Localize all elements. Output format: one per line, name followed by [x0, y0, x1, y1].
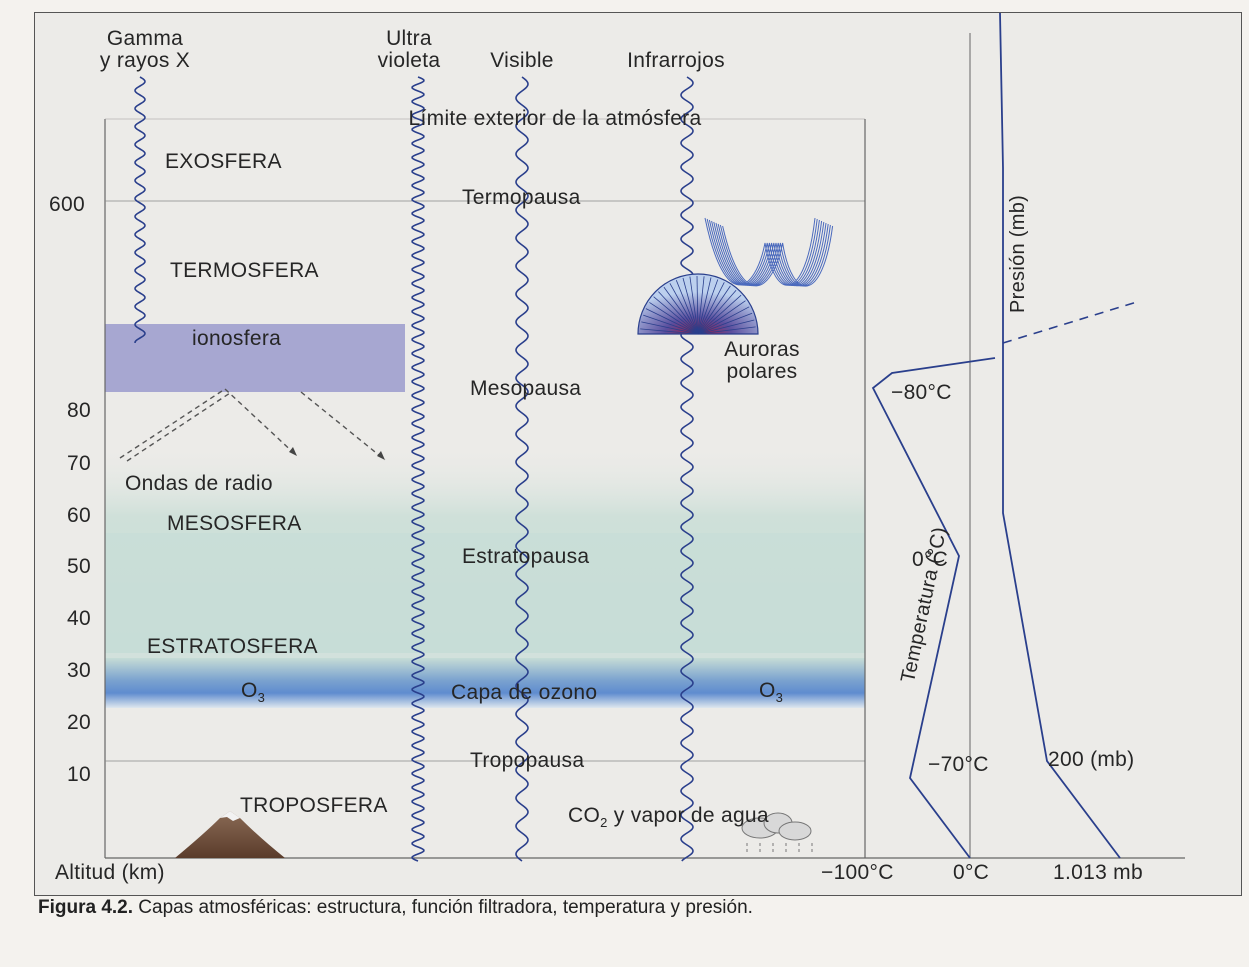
temp-point-minus80: −80°C	[891, 381, 952, 404]
temperature-curve	[871, 357, 996, 859]
pressure-point-200: 200 (mb)	[1048, 748, 1135, 771]
radio-arrowhead-1	[289, 447, 297, 456]
thermopause-label: Termopausa	[462, 186, 581, 209]
altitude-tick-60: 60	[67, 504, 91, 527]
mountain-icon	[175, 811, 285, 858]
aurora-illustration	[637, 217, 834, 335]
altitude-axis-title: Altitud (km)	[55, 861, 165, 884]
stratopause-label: Estratopausa	[462, 545, 590, 568]
mesopause-label: Mesopausa	[470, 377, 582, 400]
atmosphere-diagram	[104, 13, 1185, 862]
altitude-tick-20: 20	[67, 711, 91, 734]
temp-axis-tick-0: 0°C	[953, 861, 990, 884]
troposphere-label: TROPOSFERA	[240, 794, 388, 817]
stratosphere-band	[105, 533, 865, 663]
auroras-label-line1: Auroras	[724, 338, 800, 361]
ultraviolet-label-line1: Ultra	[386, 27, 432, 50]
figure-number: Figura 4.2.	[38, 897, 134, 918]
radio-wave-arrows	[119, 388, 386, 462]
infrared-wave	[680, 76, 694, 862]
ultraviolet-label-line2: violeta	[377, 49, 441, 72]
ozone-band	[105, 658, 865, 708]
co2-label: CO2 y vapor de agua	[568, 804, 769, 831]
radio-arrowhead-2	[377, 451, 385, 460]
gamma-label-line1: Gamma	[106, 27, 184, 50]
ultraviolet-wave	[411, 76, 425, 862]
ionosphere-band	[105, 324, 405, 392]
infrared-label: Infrarrojos	[627, 49, 725, 72]
pressure-dashed-extension	[1002, 300, 1141, 344]
altitude-tick-70: 70	[67, 452, 91, 475]
temp-point-0: 0°C	[912, 548, 949, 571]
caption-text: Capas atmosféricas: estructura, función …	[133, 897, 753, 918]
pressure-axis-label: Presión (mb)	[1007, 194, 1029, 313]
temp-axis-tick-minus100: −100°C	[821, 861, 894, 884]
altitude-tick-10: 10	[67, 763, 91, 786]
tropopause-label: Tropopausa	[470, 749, 585, 772]
cloud-icon	[741, 812, 813, 853]
auroras-label-line2: polares	[726, 360, 798, 383]
ozone-layer-label: Capa de ozono	[451, 681, 598, 704]
gamma-wave	[134, 76, 146, 343]
temp-point-minus70: −70°C	[928, 753, 989, 776]
radio-waves-label: Ondas de radio	[125, 472, 273, 495]
mesosphere-label: MESOSFERA	[167, 512, 302, 535]
outer-limit-label: Límite exterior de la atmósfera	[408, 107, 702, 130]
gamma-label-line2: y rayos X	[99, 49, 191, 72]
altitude-tick-80: 80	[67, 399, 91, 422]
pressure-axis-tick: 1.013 mb	[1053, 861, 1143, 884]
ozone-symbol-left: O3	[241, 679, 266, 706]
altitude-tick-40: 40	[67, 607, 91, 630]
exosphere-label: EXOSFERA	[165, 150, 282, 173]
ozone-symbol-right: O3	[759, 679, 784, 706]
altitude-tick-50: 50	[67, 555, 91, 578]
pressure-curve	[999, 13, 1121, 859]
altitude-tick-600: 600	[49, 193, 85, 216]
ionosphere-label: ionosfera	[192, 327, 282, 350]
figure-frame: Gamma y rayos X Ultra violeta Visible In…	[34, 12, 1242, 896]
altitude-tick-30: 30	[67, 659, 91, 682]
visible-wave	[515, 76, 529, 862]
thermosphere-label: TERMOSFERA	[170, 259, 319, 282]
stratosphere-label: ESTRATOSFERA	[147, 635, 318, 658]
figure-caption: Figura 4.2. Capas atmosféricas: estructu…	[38, 897, 753, 919]
visible-label: Visible	[490, 49, 554, 72]
